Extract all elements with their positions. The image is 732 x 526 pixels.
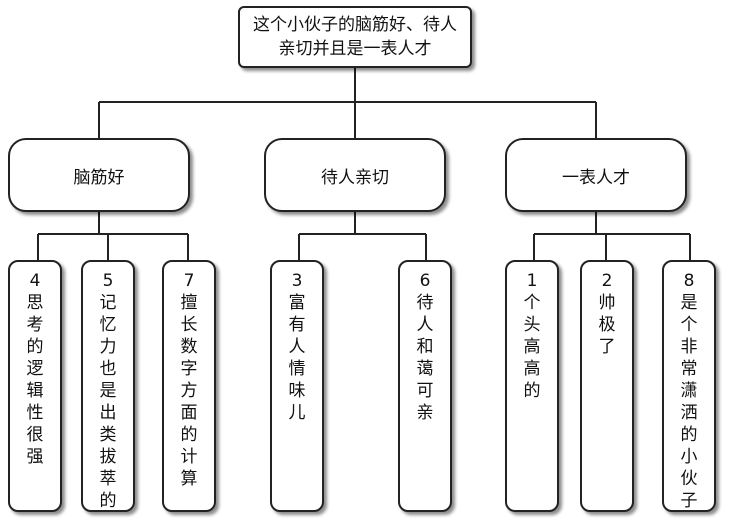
leaf-node-text: 4思考的逻辑性很强 (26, 271, 44, 467)
leaf-node-8: 8是个非常潇洒的小伙子 (662, 260, 716, 512)
leaf-node-3: 3富有人情味儿 (270, 260, 324, 512)
leaf-node-text: 1个头高高的 (523, 271, 541, 401)
leaf-node-1: 1个头高高的 (505, 260, 559, 512)
leaf-node-7: 7擅长数字方面的计算 (162, 260, 216, 512)
branch-node-label: 脑筋好 (73, 167, 125, 188)
root-node: 这个小伙子的脑筋好、待人亲切并且是一表人才 (238, 6, 472, 68)
branch-node-label: 待人亲切 (321, 167, 389, 188)
leaf-node-text: 2帅极了 (598, 271, 616, 357)
branch-node-label: 一表人才 (562, 167, 630, 188)
leaf-node-5: 5记忆力也是出类拔萃的 (81, 260, 135, 512)
leaf-node-text: 8是个非常潇洒的小伙子 (680, 271, 698, 511)
branch-node-handsome: 一表人才 (505, 138, 687, 212)
leaf-node-4: 4思考的逻辑性很强 (8, 260, 62, 512)
root-node-text: 这个小伙子的脑筋好、待人亲切并且是一表人才 (253, 15, 457, 59)
leaf-node-text: 3富有人情味儿 (288, 271, 306, 423)
leaf-node-6: 6待人和蔼可亲 (398, 260, 452, 512)
leaf-node-text: 5记忆力也是出类拔萃的 (99, 271, 117, 511)
leaf-node-2: 2帅极了 (580, 260, 634, 512)
branch-node-kindness: 待人亲切 (264, 138, 446, 212)
branch-node-brains: 脑筋好 (8, 138, 190, 212)
leaf-node-text: 6待人和蔼可亲 (416, 271, 434, 423)
leaf-node-text: 7擅长数字方面的计算 (180, 271, 198, 489)
